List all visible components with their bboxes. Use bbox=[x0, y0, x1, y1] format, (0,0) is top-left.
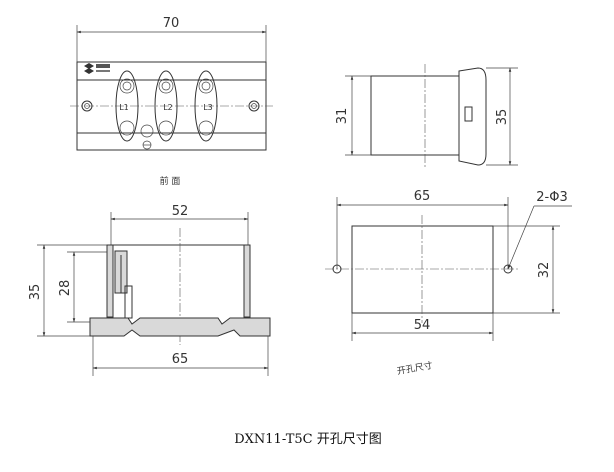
cutout-view: 65 2-Φ3 32 54 开孔尺寸 bbox=[325, 189, 572, 377]
terminal-slot-1: L1 bbox=[115, 70, 139, 142]
cutout-inner-width-dimension: 54 bbox=[414, 318, 431, 333]
front-view-caption: 前 面 bbox=[160, 175, 181, 187]
logo-icon bbox=[84, 63, 110, 74]
base-plate bbox=[89, 317, 271, 337]
cutout-view-caption: 开孔尺寸 bbox=[396, 359, 434, 377]
cutout-rectangle bbox=[351, 225, 494, 314]
side-height-left-dimension: 31 bbox=[335, 108, 350, 125]
hole-spec-label: 2-Φ3 bbox=[536, 190, 567, 205]
side-cover-outline bbox=[458, 67, 487, 166]
cutout-hole-left bbox=[332, 264, 342, 274]
section-top-width-dimension: 52 bbox=[172, 204, 189, 219]
section-base-width-dimension: 65 bbox=[172, 352, 189, 367]
cutout-hole-right bbox=[503, 264, 513, 274]
front-view: 70 L1 L2 bbox=[70, 16, 273, 187]
mounting-hole-left bbox=[81, 100, 93, 112]
drawing-title: DXN11-T5C 开孔尺寸图 bbox=[234, 432, 382, 447]
front-width-dimension: 70 bbox=[163, 16, 180, 31]
cutout-outer-width-dimension: 65 bbox=[414, 189, 431, 204]
terminal-slot-2: L2 bbox=[154, 70, 178, 142]
terminal-slot-3: L3 bbox=[194, 70, 218, 142]
side-view: 31 35 bbox=[335, 64, 518, 167]
terminal-label-2: L2 bbox=[163, 103, 173, 112]
side-height-right-dimension: 35 bbox=[495, 109, 510, 126]
terminal-label-1: L1 bbox=[119, 103, 129, 112]
section-view: 52 35 28 65 bbox=[28, 204, 271, 376]
section-inner-height-dimension: 28 bbox=[58, 280, 73, 297]
section-overall-height-dimension: 35 bbox=[28, 284, 43, 301]
terminal-label-3: L3 bbox=[203, 103, 213, 112]
side-body-outline bbox=[370, 75, 460, 156]
cutout-height-dimension: 32 bbox=[537, 262, 552, 279]
mounting-hole-right bbox=[248, 100, 260, 112]
ground-terminal bbox=[140, 124, 154, 150]
